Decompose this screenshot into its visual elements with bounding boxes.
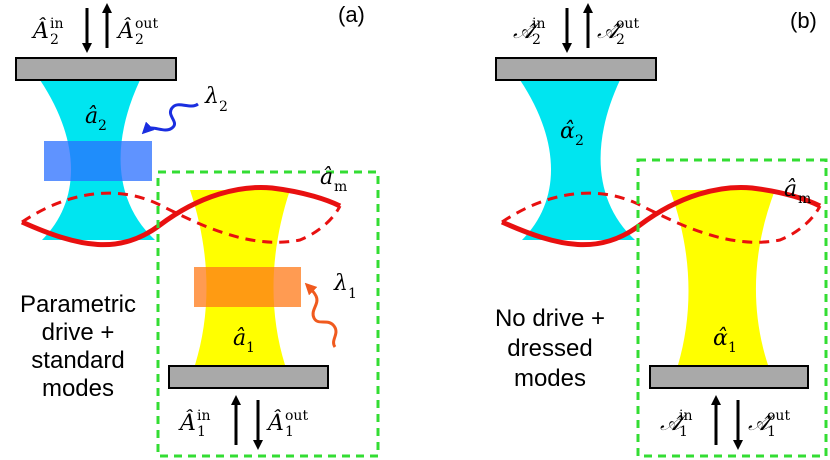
membrane-dashed — [21, 191, 342, 244]
svg-text:Â: Â — [178, 409, 196, 436]
caption-a: Parametric drive + standard modes — [20, 291, 136, 402]
drive-lower-label: λ 1 — [333, 271, 357, 302]
svg-text:2: 2 — [135, 32, 144, 48]
svg-text:in: in — [679, 408, 693, 424]
panel-label-a: (a) — [338, 2, 365, 27]
bottom-out-label: Â out 1 — [266, 408, 308, 440]
svg-text:in: in — [50, 16, 64, 32]
lower-mode-label: â 1 — [233, 326, 255, 356]
svg-text:Â: Â — [31, 17, 49, 44]
svg-text:1: 1 — [197, 424, 206, 440]
lower-mode-label-b: α̂ 1 — [713, 326, 737, 356]
svg-text:drive +: drive + — [42, 319, 115, 346]
svg-text:in: in — [197, 408, 211, 424]
svg-text:out: out — [135, 16, 158, 32]
svg-text:2: 2 — [575, 133, 584, 149]
dashed-box-b — [636, 158, 828, 458]
membrane-solid — [20, 185, 342, 248]
svg-text:â: â — [320, 165, 333, 190]
svg-text:2: 2 — [616, 32, 625, 48]
upper-mirror — [15, 57, 177, 81]
svg-text:out: out — [285, 408, 308, 424]
svg-text:2: 2 — [50, 32, 59, 48]
panel-a: (a) Â in 2 Â out 2 Â in 1 Â out 1 â 2 — [15, 2, 380, 458]
membrane-solid-b — [500, 185, 822, 248]
mech-mode-label-b: â m — [784, 177, 811, 207]
svg-text:modes: modes — [514, 365, 586, 392]
upper-mirror-b — [495, 57, 657, 81]
svg-text:α̂: α̂ — [560, 119, 575, 144]
svg-text:α̂: α̂ — [713, 326, 728, 351]
upper-mode-label: â 2 — [85, 104, 107, 134]
upper-crystal — [44, 141, 152, 181]
svg-text:λ: λ — [204, 84, 219, 109]
panel-label-b: (b) — [790, 8, 817, 33]
mech-mode-label: â m — [320, 165, 347, 195]
svg-text:1: 1 — [679, 424, 688, 440]
drive-upper-label: λ 2 — [204, 84, 228, 115]
caption-b: No drive + dressed modes — [495, 305, 605, 392]
top-out-label: Â out 2 — [116, 16, 158, 48]
top-out-label-b: 𝒜̂ out 2 — [597, 16, 639, 48]
svg-text:Parametric: Parametric — [20, 291, 136, 318]
svg-text:2: 2 — [219, 99, 228, 115]
svg-text:Â: Â — [116, 17, 134, 44]
lower-crystal — [194, 267, 301, 307]
membrane-dashed-b — [501, 191, 822, 244]
svg-text:1: 1 — [348, 286, 357, 302]
top-in-label: Â in 2 — [31, 16, 64, 48]
drive-upper-wave — [141, 102, 199, 135]
svg-text:modes: modes — [42, 375, 114, 402]
svg-text:dressed: dressed — [507, 335, 592, 362]
svg-text:out: out — [616, 16, 639, 32]
lower-mirror — [168, 365, 329, 389]
svg-text:1: 1 — [246, 340, 255, 356]
svg-text:in: in — [532, 16, 546, 32]
bottom-out-label-b: 𝒜̂ out 1 — [748, 408, 790, 440]
svg-text:1: 1 — [728, 340, 737, 356]
svg-text:m: m — [334, 179, 347, 195]
svg-text:â: â — [233, 326, 246, 351]
lower-cavity-beam-b — [670, 190, 775, 365]
top-in-label-b: 𝒜̂ in 2 — [513, 16, 546, 48]
panel-b: (b) 𝒜̂ in 2 𝒜̂ out 2 𝒜̂ in 1 𝒜̂ out 1 α̂… — [495, 3, 828, 458]
svg-text:Â: Â — [266, 409, 284, 436]
drive-lower-wave — [304, 282, 338, 348]
svg-text:â: â — [85, 104, 98, 129]
bottom-in-label-b: 𝒜̂ in 1 — [660, 408, 693, 440]
svg-text:1: 1 — [285, 424, 294, 440]
svg-text:2: 2 — [532, 32, 541, 48]
svg-text:standard: standard — [31, 347, 124, 374]
upper-mode-label-b: α̂ 2 — [560, 119, 584, 149]
svg-text:1: 1 — [767, 424, 776, 440]
svg-text:λ: λ — [333, 271, 348, 296]
bottom-in-label: Â in 1 — [178, 408, 211, 440]
svg-text:No drive +: No drive + — [495, 305, 605, 332]
svg-text:out: out — [767, 408, 790, 424]
svg-text:2: 2 — [98, 118, 107, 134]
upper-cavity-beam-b — [520, 80, 635, 240]
svg-text:m: m — [798, 191, 811, 207]
lower-mirror-b — [649, 365, 809, 389]
svg-text:â: â — [784, 177, 797, 202]
